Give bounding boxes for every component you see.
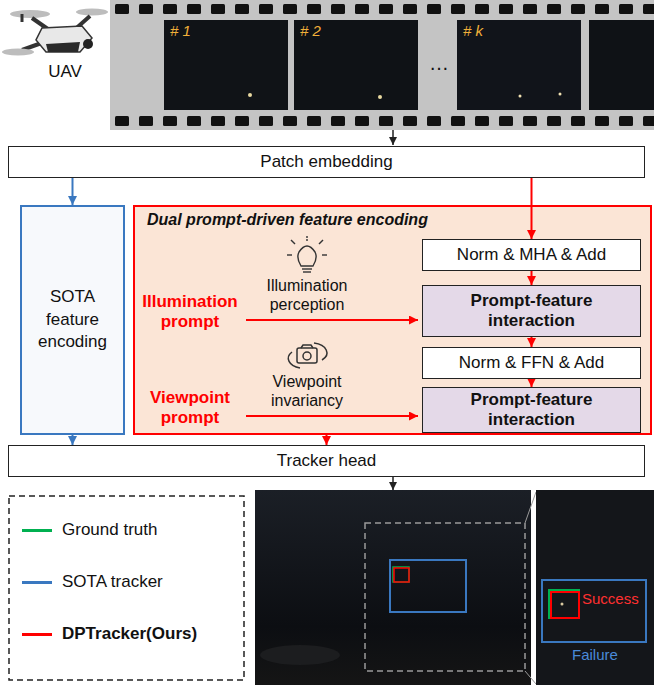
frame — [164, 20, 288, 110]
frame-number: # 2 — [300, 22, 340, 39]
flow-arrow — [531, 379, 533, 387]
legend-swatch — [22, 581, 52, 584]
flow-arrow — [72, 435, 74, 445]
result-label: Success — [582, 590, 650, 607]
process-box: Norm & MHA & Add — [422, 239, 641, 271]
encoder-box: SOTA feature encoding — [20, 205, 125, 435]
flow-arrow — [72, 178, 74, 205]
legend-text: SOTA tracker — [62, 572, 163, 592]
node-text: Prompt-feature interaction — [453, 390, 610, 429]
ellipsis: … — [422, 52, 456, 75]
flow-arrow — [531, 178, 533, 239]
frame — [457, 20, 581, 110]
film-strip — [110, 0, 654, 130]
prompt-label: Viewpoint prompt — [136, 388, 244, 428]
lightbulb-icon — [287, 236, 327, 272]
legend-text: Ground truth — [62, 520, 157, 540]
node-text: Tracker head — [277, 451, 377, 471]
node-text: Patch embedding — [260, 152, 392, 172]
node-text: SOTA feature encoding — [28, 286, 117, 355]
flow-arrow — [531, 271, 533, 285]
frame — [589, 20, 654, 110]
interaction-box: Prompt-feature interaction — [422, 285, 641, 337]
frame-number: # 1 — [170, 22, 210, 39]
prompt-role: Viewpoint invariancy — [248, 372, 366, 410]
interaction-box: Prompt-feature interaction — [422, 387, 641, 433]
legend-swatch — [22, 529, 52, 532]
zoom-image — [536, 490, 654, 685]
frame-number: # k — [463, 22, 503, 39]
camera-icon — [288, 343, 327, 368]
prompt-label: Illumination prompt — [136, 292, 244, 332]
prompt-role: Illumination perception — [248, 276, 366, 314]
process-box: Tracker head — [8, 445, 645, 477]
process-box: Patch embedding — [8, 146, 645, 178]
node-text: Norm & FFN & Add — [459, 353, 604, 373]
node-text: Norm & MHA & Add — [457, 245, 606, 265]
legend-frame — [9, 496, 244, 680]
device-label: UAV — [30, 62, 100, 82]
legend-text: DPTracker(Ours) — [62, 624, 197, 644]
node-text: Prompt-feature interaction — [453, 291, 610, 330]
result-image — [255, 490, 531, 685]
result-label: Failure — [572, 646, 642, 663]
frame — [294, 20, 418, 110]
flow-arrow — [531, 337, 533, 347]
node-text: Dual prompt-driven feature encoding — [147, 211, 428, 229]
legend-swatch — [22, 633, 52, 636]
drone-icon — [2, 9, 108, 56]
process-box: Norm & FFN & Add — [422, 347, 641, 379]
